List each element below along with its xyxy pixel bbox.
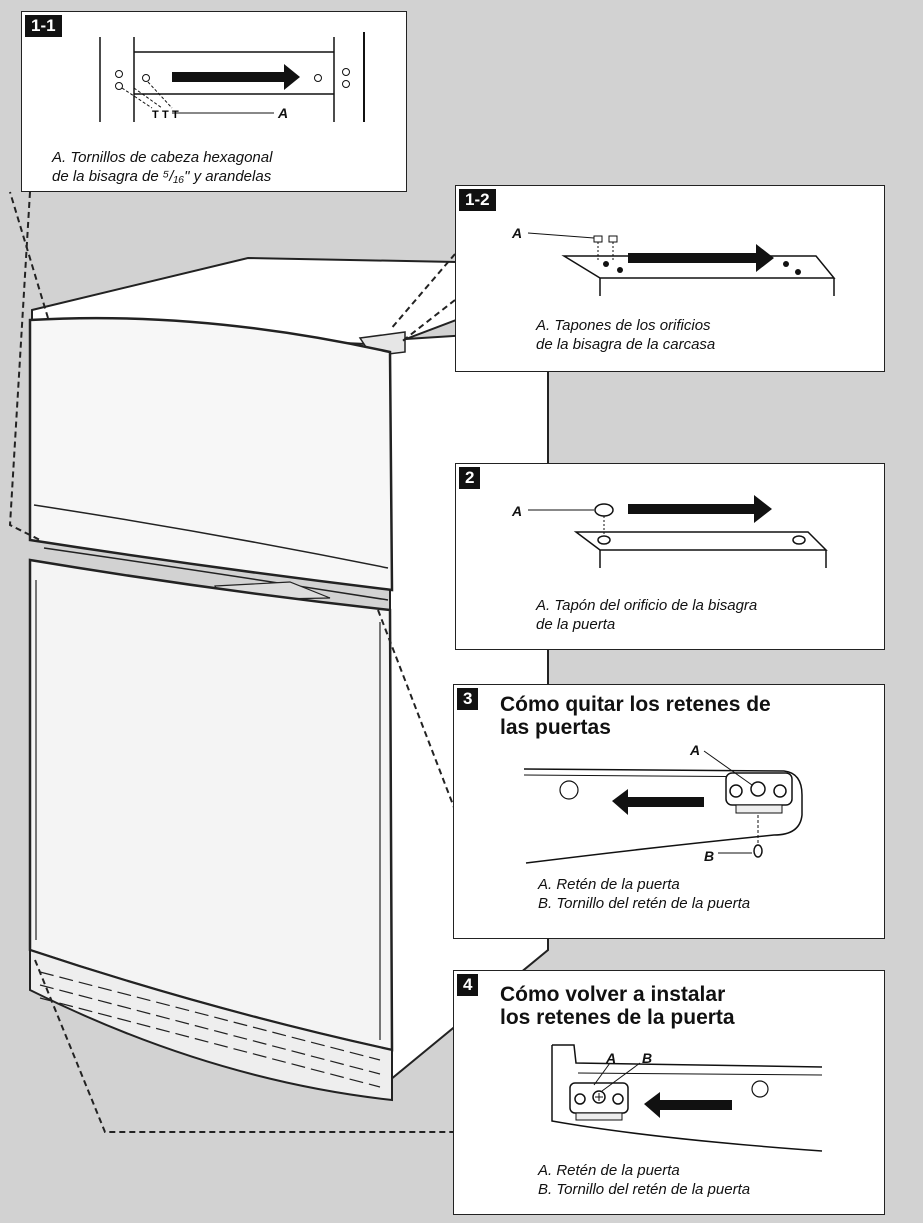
caption-door-stop: A. Retén de la puerta B. Tornillo del re… [538,876,751,912]
svg-text:T: T [152,109,159,121]
step-number-1-1: 1-1 [25,15,62,37]
caption-cabinet-hinge-plugs: A. Tapones de los orificios de la bisagr… [536,317,716,353]
svg-text:T: T [162,109,169,121]
caption-door-stop: A. Retén de la puerta B. Tornillo del re… [538,1162,751,1198]
step-number-4: 4 [457,974,479,996]
label-a: A [512,225,523,241]
step-3-panel: 3 Cómo quitar los retenes de las puertas… [453,684,885,939]
base-grille [29,948,393,1102]
label-b: B [642,1050,653,1066]
step-1-1-panel: 1-1 T T T A A. Tornillos de cabeza hexag… [21,11,407,192]
step-4-panel: 4 Cómo volver a instalar los retenes de … [453,970,885,1215]
cabinet-hinge-plugs-illustration [527,232,836,296]
label-a: A [606,1050,617,1066]
label-a: A [690,742,701,758]
leader-lines [8,191,456,1133]
label-a: A [512,503,523,519]
label-a: A [278,105,289,121]
step-1-2-panel: 1-2 A A. Tapones de los orificios de la … [455,185,885,372]
reinstall-door-stop-illustration [551,1044,823,1152]
door-hinge-plug-illustration [528,495,828,568]
step-2-panel: 2 A A. Tapón del orificio de la bisagra … [455,463,885,650]
step-number-1-2: 1-2 [459,189,496,211]
svg-text:T: T [172,109,179,121]
step-number-2: 2 [459,467,481,489]
remove-door-stop-illustration [523,750,803,864]
freezer-door [28,316,394,601]
label-b: B [704,848,715,864]
hinge-bolts-illustration: T T T [99,32,365,122]
caption-door-hinge-plug: A. Tapón del orificio de la bisagra de l… [536,597,758,633]
step-4-title: Cómo volver a instalar los retenes de la… [500,983,735,1029]
step-3-title: Cómo quitar los retenes de las puertas [500,693,771,739]
caption-hinge-bolts: A. Tornillos de cabeza hexagonal de la b… [52,149,273,185]
step-number-3: 3 [457,688,479,710]
